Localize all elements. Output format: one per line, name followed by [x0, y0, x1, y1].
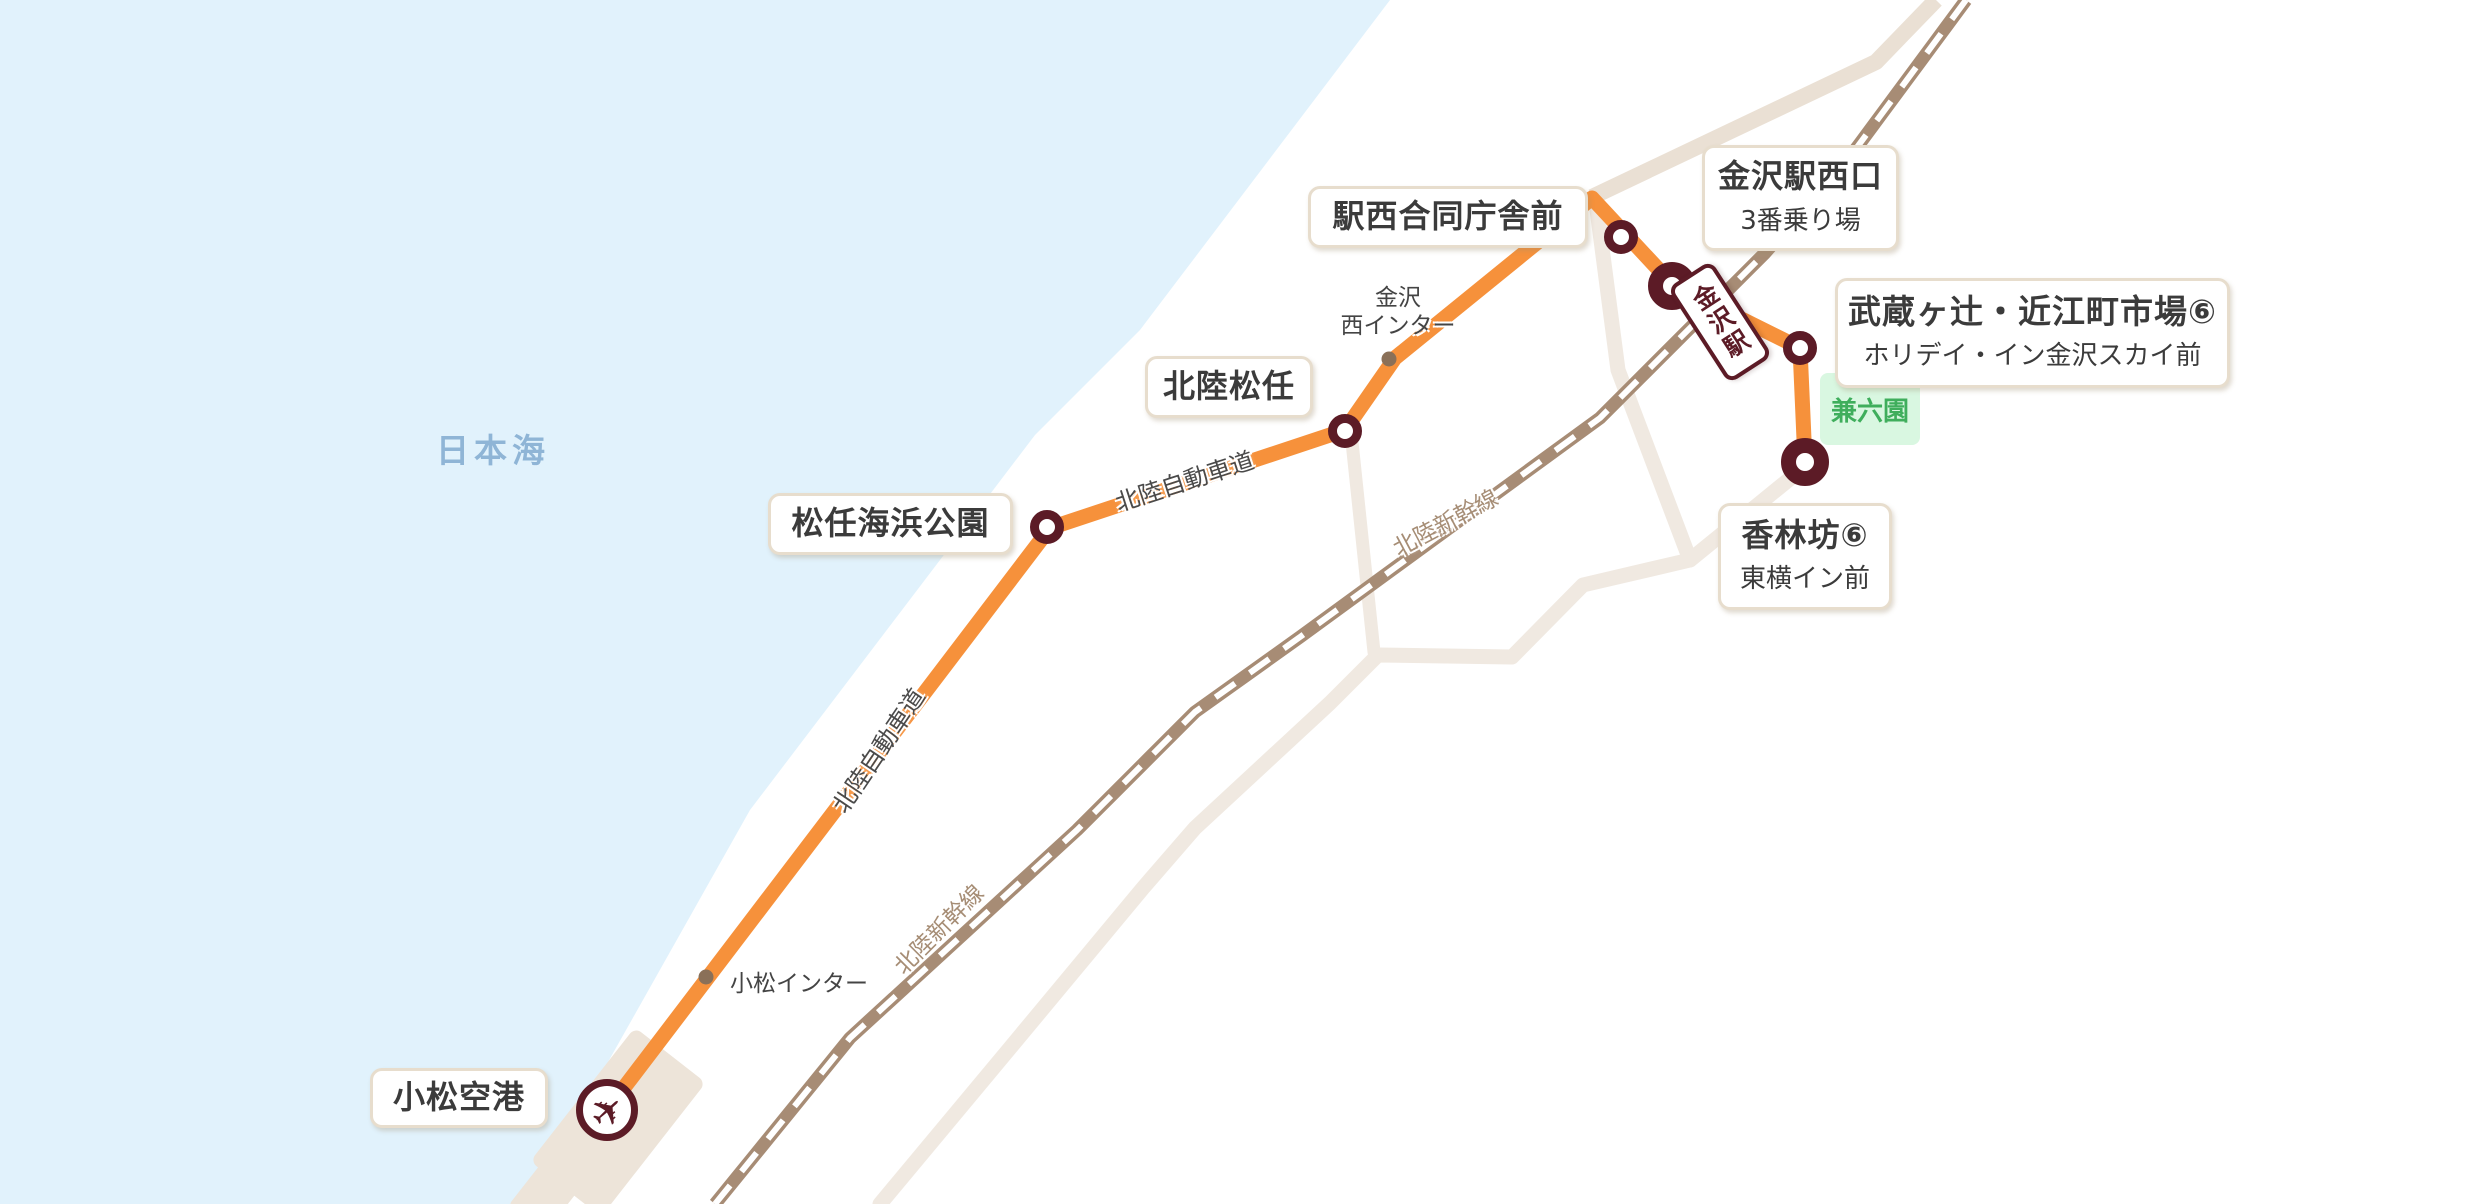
stop-marker-musashigatsuji: [1783, 331, 1817, 365]
stop-label-musashigatsuji-omicho: 武蔵ヶ辻・近江町市場⑥ ホリデイ・イン金沢スカイ前: [1835, 278, 2230, 388]
interchange-dot-kanazawa-west: [1381, 351, 1397, 367]
stop-label-komatsu-airport: 小松空港: [370, 1068, 548, 1128]
stop-name: 金沢駅西口: [1717, 157, 1883, 196]
stop-subtitle: 3番乗り場: [1740, 205, 1861, 236]
road-network: [872, 194, 1816, 1204]
stop-name: 小松空港: [392, 1078, 525, 1117]
stop-label-matto-seaside-park: 松任海浜公園: [768, 493, 1013, 555]
interchange-label-line1: 金沢: [1375, 285, 1421, 311]
stop-subtitle: ホリデイ・イン金沢スカイ前: [1863, 341, 2202, 372]
stop-marker-komatsu-airport: [576, 1079, 638, 1141]
sea-label: 日本海: [436, 431, 550, 470]
interchange-label-line2: 西インター: [1340, 313, 1456, 339]
stop-marker-hokuriku-matto: [1328, 414, 1362, 448]
stop-name: 北陸松任: [1162, 367, 1295, 406]
stop-label-kanazawa-station-west: 金沢駅西口 3番乗り場: [1702, 145, 1899, 251]
stop-name: 駅西合同庁舎前: [1332, 197, 1564, 236]
stop-marker-korinbo: [1781, 438, 1829, 486]
bus-route-line: [599, 190, 1813, 1118]
road: [1345, 435, 1381, 659]
stop-subtitle: 東横イン前: [1739, 564, 1870, 595]
stop-name: 香林坊⑥: [1741, 515, 1869, 554]
stop-name: 松任海浜公園: [791, 504, 990, 543]
stop-label-korinbo: 香林坊⑥ 東横イン前: [1718, 503, 1892, 610]
road: [872, 456, 1816, 1204]
stop-name: 武蔵ヶ辻・近江町市場⑥: [1848, 291, 2217, 331]
stop-marker-ekinishi-godochosha-mae: [1604, 220, 1638, 254]
interchange-label-kanazawa-west: 金沢 西インター: [1328, 284, 1468, 340]
stop-label-hokuriku-matto: 北陸松任: [1145, 356, 1313, 418]
interchange-dot-komatsu: [698, 969, 714, 985]
sea-region: [0, 0, 1390, 1204]
stop-label-ekinishi-godochosha-mae: 駅西合同庁舎前: [1308, 186, 1588, 248]
road: [1588, 0, 1942, 205]
interchange-label-komatsu: 小松インター: [730, 971, 868, 997]
road: [1588, 194, 1698, 568]
park-label: 兼六園: [1830, 396, 1909, 427]
stop-marker-matto-seaside-park: [1030, 510, 1064, 544]
